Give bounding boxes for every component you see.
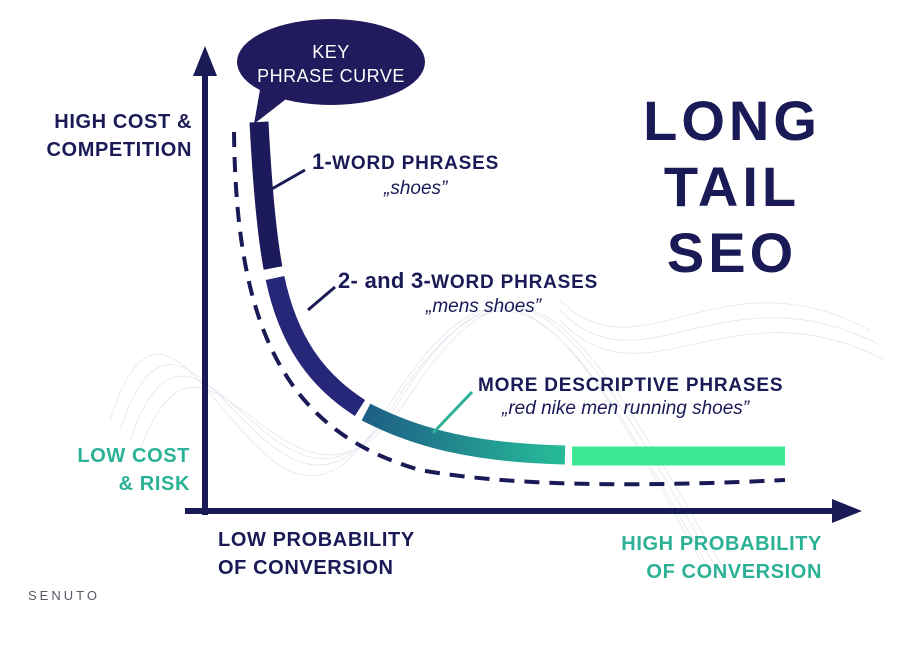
brand-logo: SENUTO	[28, 588, 100, 603]
page-title: LONG TAIL SEO	[612, 88, 852, 286]
segment-3-heading: MORE DESCRIPTIVE PHRASES	[478, 371, 783, 397]
y-top-label-line-2: COMPETITION	[46, 139, 192, 161]
bubble-line-1: KEY	[312, 42, 350, 62]
segment-2-heading-text: WORD PHRASES	[431, 272, 599, 293]
x-axis	[185, 499, 862, 523]
segment-3-heading-text: MORE DESCRIPTIVE PHRASES	[478, 375, 784, 396]
segment-1-heading: 1-WORD PHRASES	[312, 149, 499, 175]
curve-segment-2-3-word	[265, 276, 366, 417]
bubble-label: KEY PHRASE CURVE	[236, 40, 426, 88]
background-wave-pattern	[109, 299, 886, 581]
y-axis-bottom-label: LOW COST & RISK	[40, 442, 190, 498]
pointer-line-2-3-word	[307, 285, 336, 312]
x-right-label-line-1: HIGH PROBABILITY	[621, 533, 822, 555]
title-line-1: LONG	[643, 89, 821, 152]
x-axis-right-label: HIGH PROBABILITY OF CONVERSION	[580, 530, 822, 586]
y-axis-top-label: HIGH COST & COMPETITION	[30, 108, 192, 164]
speech-bubble	[237, 19, 425, 124]
segment-2-example: „mens shoes”	[426, 296, 542, 317]
x-axis-left-label: LOW PROBABILITY OF CONVERSION	[218, 526, 415, 582]
dashed-guide-curve	[232, 131, 786, 487]
segment-1-example: „shoes”	[384, 178, 448, 199]
segment-3-example: „red nike men running shoes”	[502, 398, 750, 419]
title-line-3: SEO	[666, 221, 798, 284]
y-bottom-label-line-1: LOW COST	[77, 445, 190, 467]
y-bottom-label-line-2: & RISK	[118, 473, 190, 495]
bubble-line-2: PHRASE CURVE	[257, 66, 405, 86]
segment-1-heading-text: WORD PHRASES	[332, 153, 500, 174]
pointer-line-descriptive	[431, 390, 474, 435]
y-axis	[193, 46, 217, 515]
x-left-label-line-1: LOW PROBABILITY	[218, 529, 415, 551]
segment-1-number: 1-	[312, 149, 333, 174]
curve-segment-1-word	[249, 121, 283, 270]
y-top-label-line-1: HIGH COST &	[54, 111, 192, 133]
segment-2-number: 2- and 3-	[338, 268, 432, 293]
title-line-2: TAIL	[663, 155, 801, 218]
segment-2-heading: 2- and 3-WORD PHRASES	[338, 268, 598, 294]
curve-segment-descriptive-a	[361, 403, 566, 465]
x-left-label-line-2: OF CONVERSION	[218, 557, 394, 579]
x-right-label-line-2: OF CONVERSION	[646, 561, 822, 583]
pointer-line-1-word	[269, 168, 306, 192]
